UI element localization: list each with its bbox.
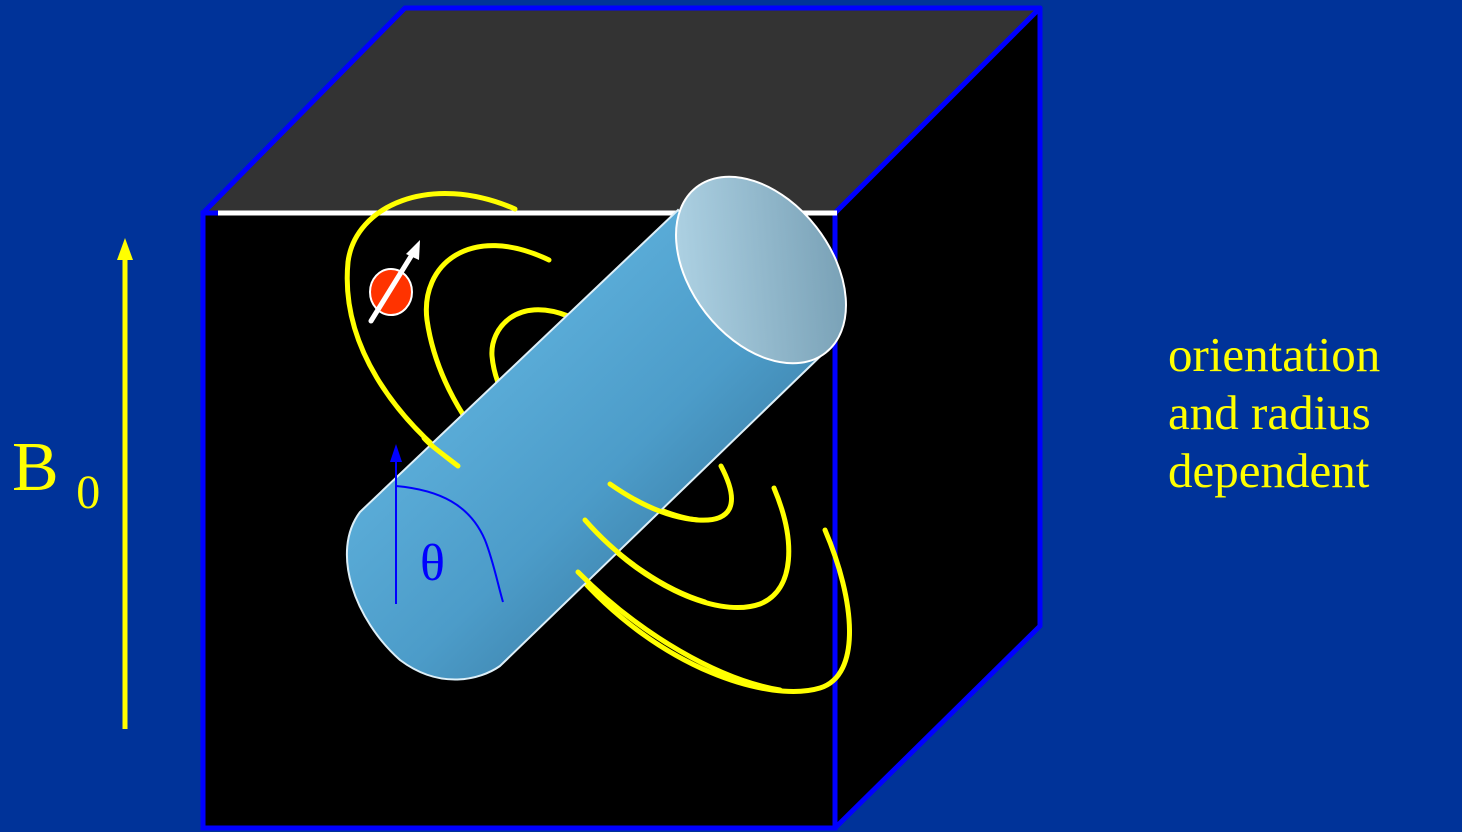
angle-label: θ bbox=[420, 535, 445, 592]
b0-label-subscript: 0 bbox=[76, 466, 100, 519]
side-note-line-3: dependent bbox=[1168, 442, 1448, 500]
b0-label: B 0 bbox=[12, 429, 100, 519]
side-note-line-2: and radius bbox=[1168, 384, 1448, 442]
b0-arrow bbox=[117, 238, 133, 729]
side-note-line-1: orientation bbox=[1168, 326, 1448, 384]
side-note: orientation and radius dependent bbox=[1168, 326, 1448, 500]
b0-arrowhead bbox=[117, 238, 133, 260]
b0-label-symbol: B bbox=[12, 429, 59, 506]
